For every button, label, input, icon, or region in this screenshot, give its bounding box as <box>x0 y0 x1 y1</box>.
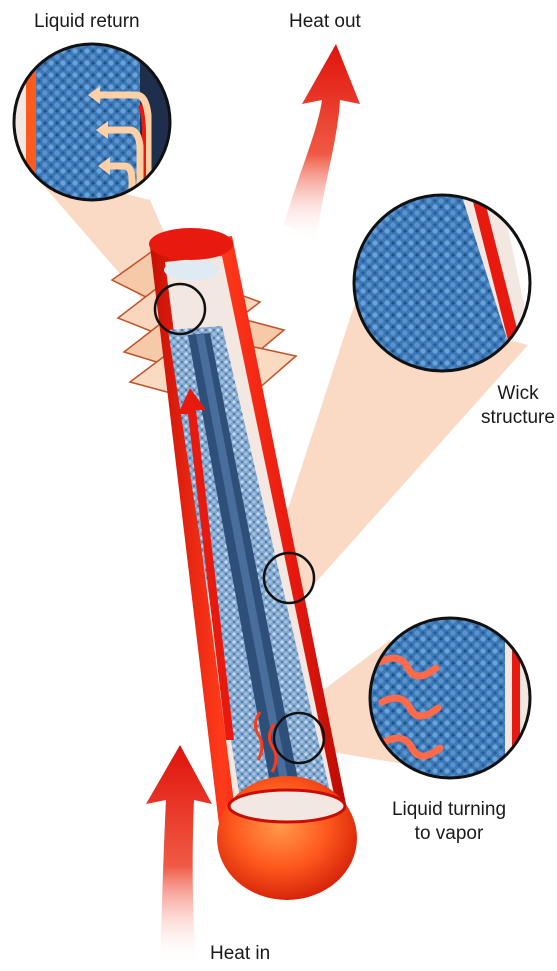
label-wick-line2: structure <box>476 406 557 430</box>
pipe-top-cap <box>149 228 233 260</box>
label-liquid-vapor: Liquid turning to vapor <box>374 798 524 846</box>
label-heat-out: Heat out <box>289 10 361 34</box>
label-wick-line1: Wick <box>476 382 557 406</box>
lens-liquid-return <box>10 40 200 220</box>
label-liquid-return: Liquid return <box>34 10 140 34</box>
pipe-bottom-rim <box>229 790 345 822</box>
arrow-up-icon <box>146 745 212 965</box>
label-heat-in: Heat in <box>210 942 270 966</box>
lens-liquid-vapor <box>370 618 530 778</box>
label-wick-structure: Wick structure <box>476 382 557 430</box>
heat-in-arrow <box>146 745 212 965</box>
label-vapor-line1: Liquid turning <box>374 798 524 822</box>
heat-out-arrow <box>284 44 360 244</box>
pipe-top-inner <box>164 260 220 280</box>
arrow-up-icon <box>284 44 360 244</box>
label-vapor-line2: to vapor <box>374 822 524 846</box>
